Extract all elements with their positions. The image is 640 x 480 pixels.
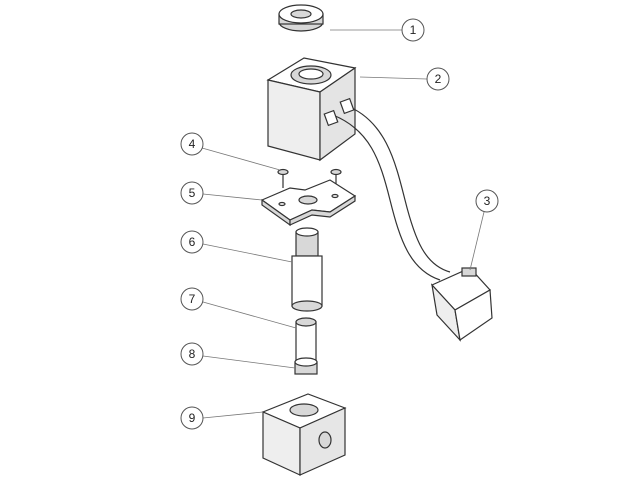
part-screws <box>277 168 342 188</box>
callout-1: 1 <box>401 18 425 42</box>
callout-9: 9 <box>180 406 204 430</box>
callout-7: 7 <box>180 287 204 311</box>
part-nut <box>278 4 324 32</box>
svg-text:3: 3 <box>484 194 491 208</box>
callout-5: 5 <box>180 181 204 205</box>
svg-text:7: 7 <box>189 292 196 306</box>
part-plunger <box>295 317 317 361</box>
part-spring <box>294 357 318 375</box>
svg-text:5: 5 <box>189 186 196 200</box>
part-connector <box>430 267 493 342</box>
svg-text:1: 1 <box>410 23 417 37</box>
part-coil <box>266 57 451 281</box>
svg-text:4: 4 <box>189 137 196 151</box>
svg-text:2: 2 <box>435 72 442 86</box>
callout-6: 6 <box>180 230 204 254</box>
svg-text:8: 8 <box>189 347 196 361</box>
svg-text:6: 6 <box>189 235 196 249</box>
callout-4: 4 <box>180 132 204 156</box>
callout-8: 8 <box>180 342 204 366</box>
leader-lines <box>201 29 485 419</box>
part-body <box>261 393 347 476</box>
part-plate <box>260 179 357 227</box>
callout-2: 2 <box>426 67 450 91</box>
callout-3: 3 <box>475 189 499 213</box>
svg-text:9: 9 <box>189 411 196 425</box>
part-tube <box>291 227 323 312</box>
